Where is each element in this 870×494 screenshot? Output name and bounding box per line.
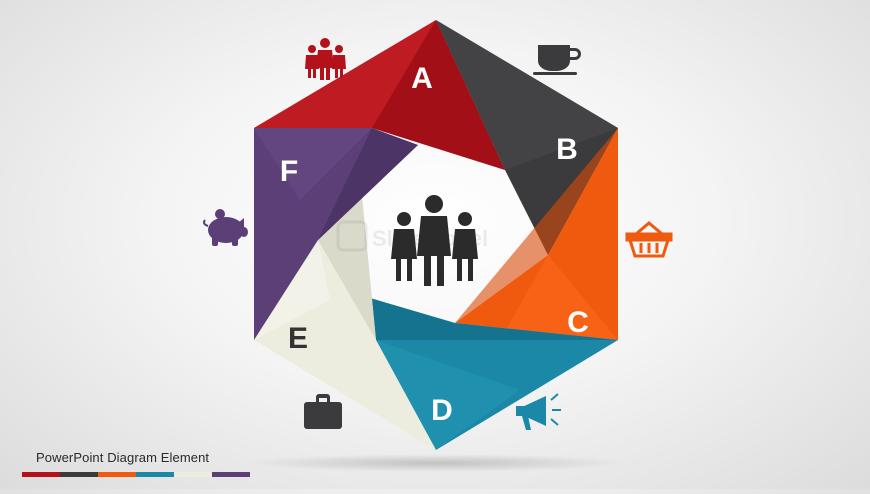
segment-c[interactable]: C <box>455 128 618 340</box>
footer-swatch-dark <box>60 472 98 477</box>
segment-e-label: E <box>288 322 308 355</box>
footer-title: PowerPoint Diagram Element <box>36 450 210 465</box>
footer-swatch-cream <box>174 472 212 477</box>
diagram-shadow <box>246 454 626 472</box>
segment-f-label: F <box>280 155 298 188</box>
segment-a-label: A <box>411 62 433 95</box>
segment-a[interactable]: A <box>254 20 505 170</box>
footer-swatch-teal <box>136 472 174 477</box>
footer-color-bar <box>22 472 250 477</box>
coffee-cup-icon <box>533 45 581 75</box>
footer-swatch-red <box>22 472 60 477</box>
segment-d-label: D <box>431 394 453 427</box>
footer-swatch-orange <box>98 472 136 477</box>
segment-d[interactable]: D <box>370 298 618 450</box>
shopping-basket-icon <box>625 221 673 258</box>
people-group-icon <box>305 38 346 80</box>
segment-f[interactable]: F <box>254 128 418 340</box>
segment-e[interactable]: E <box>254 196 436 450</box>
megaphone-icon <box>516 393 561 430</box>
segment-c-label: C <box>567 306 589 339</box>
business-team-icon <box>391 195 478 286</box>
piggy-bank-icon <box>203 209 248 246</box>
footer-swatch-purple <box>212 472 250 477</box>
segment-b-label: B <box>556 133 578 166</box>
briefcase-icon <box>304 394 342 429</box>
